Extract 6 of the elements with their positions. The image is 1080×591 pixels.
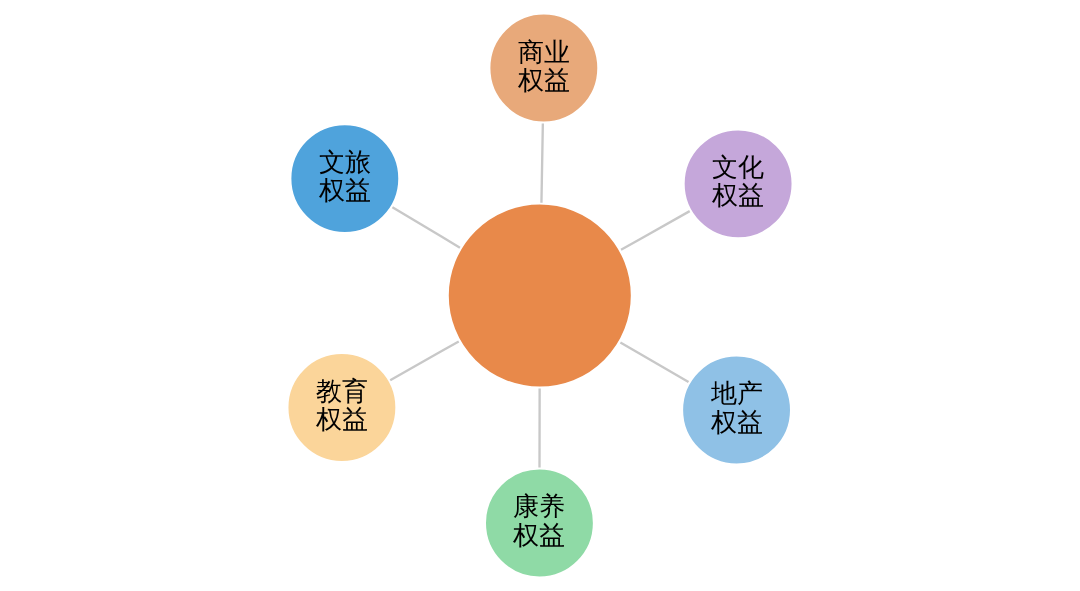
connector bbox=[620, 210, 691, 251]
connector bbox=[540, 123, 545, 203]
connector bbox=[619, 341, 690, 384]
connector bbox=[538, 388, 541, 468]
connector bbox=[389, 340, 460, 382]
connector bbox=[391, 206, 461, 249]
